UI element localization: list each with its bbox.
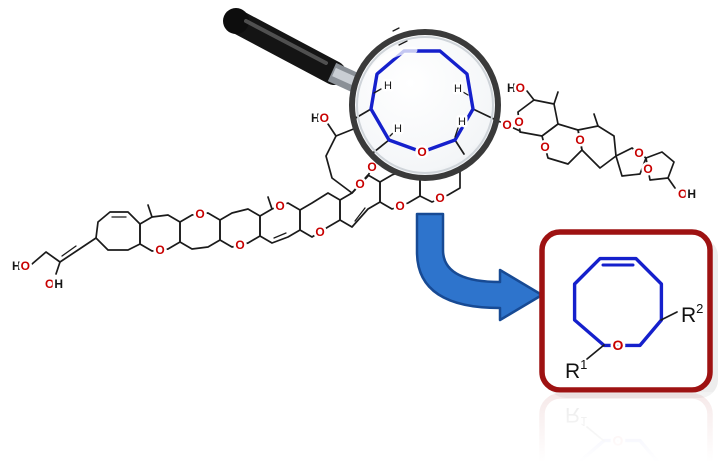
lens-highlight <box>368 46 418 76</box>
product-box-border <box>539 229 713 393</box>
magnifier-handle <box>226 10 346 85</box>
ho-bond <box>526 90 535 101</box>
tail-oh-bond <box>55 261 61 275</box>
magnifier-handle-cap <box>223 8 249 34</box>
oxygen-atom-label: O <box>502 118 511 132</box>
magnifying-glass: H H H H O <box>223 8 501 181</box>
hydroxyl-label: HO <box>507 81 525 95</box>
spiro-ring <box>615 147 647 177</box>
hydrogen-atom-label: H <box>458 116 466 128</box>
methyl-bond <box>267 196 273 210</box>
tail-double-bond <box>61 245 77 257</box>
magnified-oxocene-ring <box>369 49 475 154</box>
molecule-structure: HO OH HO <box>9 79 699 294</box>
exit-bond <box>454 139 465 155</box>
hash-mark <box>398 40 408 46</box>
r1-substituent-label: R1 <box>565 357 587 383</box>
h-bond <box>462 91 469 96</box>
oxygen-atom-label: O <box>235 238 244 252</box>
double-bonds <box>111 207 366 239</box>
h-bond <box>454 127 459 138</box>
oxygen-atom-label: O <box>514 115 523 129</box>
methyl-bond <box>553 91 559 105</box>
oxygen-atom-label: O <box>540 140 549 154</box>
ether-ring <box>517 99 559 137</box>
transformation-arrow <box>415 212 544 322</box>
oxygen-atom-label: O <box>575 133 584 147</box>
double-bond <box>354 207 366 222</box>
oxygen-atom-label: O <box>417 145 426 159</box>
magnifier-lens-inner-rim <box>356 36 494 174</box>
linker-bond <box>495 119 521 132</box>
exit-bond <box>373 139 390 153</box>
hydrogen-atom-label: H <box>384 80 392 92</box>
magnifier-handle-highlight <box>244 19 328 65</box>
h-bond <box>373 88 382 94</box>
magnifier-lens-rim <box>349 29 501 181</box>
tail-bonds <box>31 237 97 265</box>
ring-oxygen-labels: O O O O O O O O O O O O O O O <box>153 113 655 260</box>
methyl-substituents <box>147 91 599 218</box>
oxygen-atom-label: O <box>315 225 324 239</box>
exit-bond <box>353 108 372 120</box>
magnified-view: H H H H O <box>353 27 497 162</box>
hydroxyl-label: HO <box>12 259 30 273</box>
r2-bond <box>660 311 678 321</box>
r2-substituent-label: R2 <box>681 301 703 327</box>
hydroxyl-label: OH <box>45 277 63 291</box>
oxygen-atom-label: O <box>275 199 284 213</box>
product-oxocene-ring <box>572 256 664 348</box>
double-bond <box>273 232 287 239</box>
hydroxyl-label: OH <box>678 187 696 201</box>
oxygen-atom-label: O <box>634 146 643 160</box>
product-panel: O R1 R2 <box>539 229 713 393</box>
oxygen-atom-label: O <box>355 177 364 191</box>
right-ring-cluster: HO OH <box>495 79 699 204</box>
methyl-bond <box>147 204 153 218</box>
diol-tail: HO OH <box>9 237 97 294</box>
oxygen-atom-label: O <box>155 243 164 257</box>
hydrogen-atom-label: H <box>454 83 462 95</box>
r1-bond <box>586 344 605 360</box>
oxygen-atom-label: O <box>195 207 204 221</box>
hydroxyl-label: HO <box>311 111 329 125</box>
hydrogen-atom-label: H <box>394 123 402 135</box>
ho-bond <box>327 123 337 137</box>
reflection-fade <box>528 392 725 462</box>
oxygen-atom-label: O <box>395 199 404 213</box>
methyl-bond <box>593 113 599 127</box>
spiro-ring <box>645 151 675 181</box>
oxygen-atom-label: O <box>613 337 624 353</box>
ether-ring <box>95 211 141 251</box>
oxygen-atom-label: O <box>435 191 444 205</box>
h-bond <box>389 131 395 137</box>
magnifier-ferrule-highlight <box>332 67 356 86</box>
hash-mark <box>392 27 400 32</box>
oxygen-atom-label: O <box>643 162 652 176</box>
oh-bond <box>667 177 676 189</box>
